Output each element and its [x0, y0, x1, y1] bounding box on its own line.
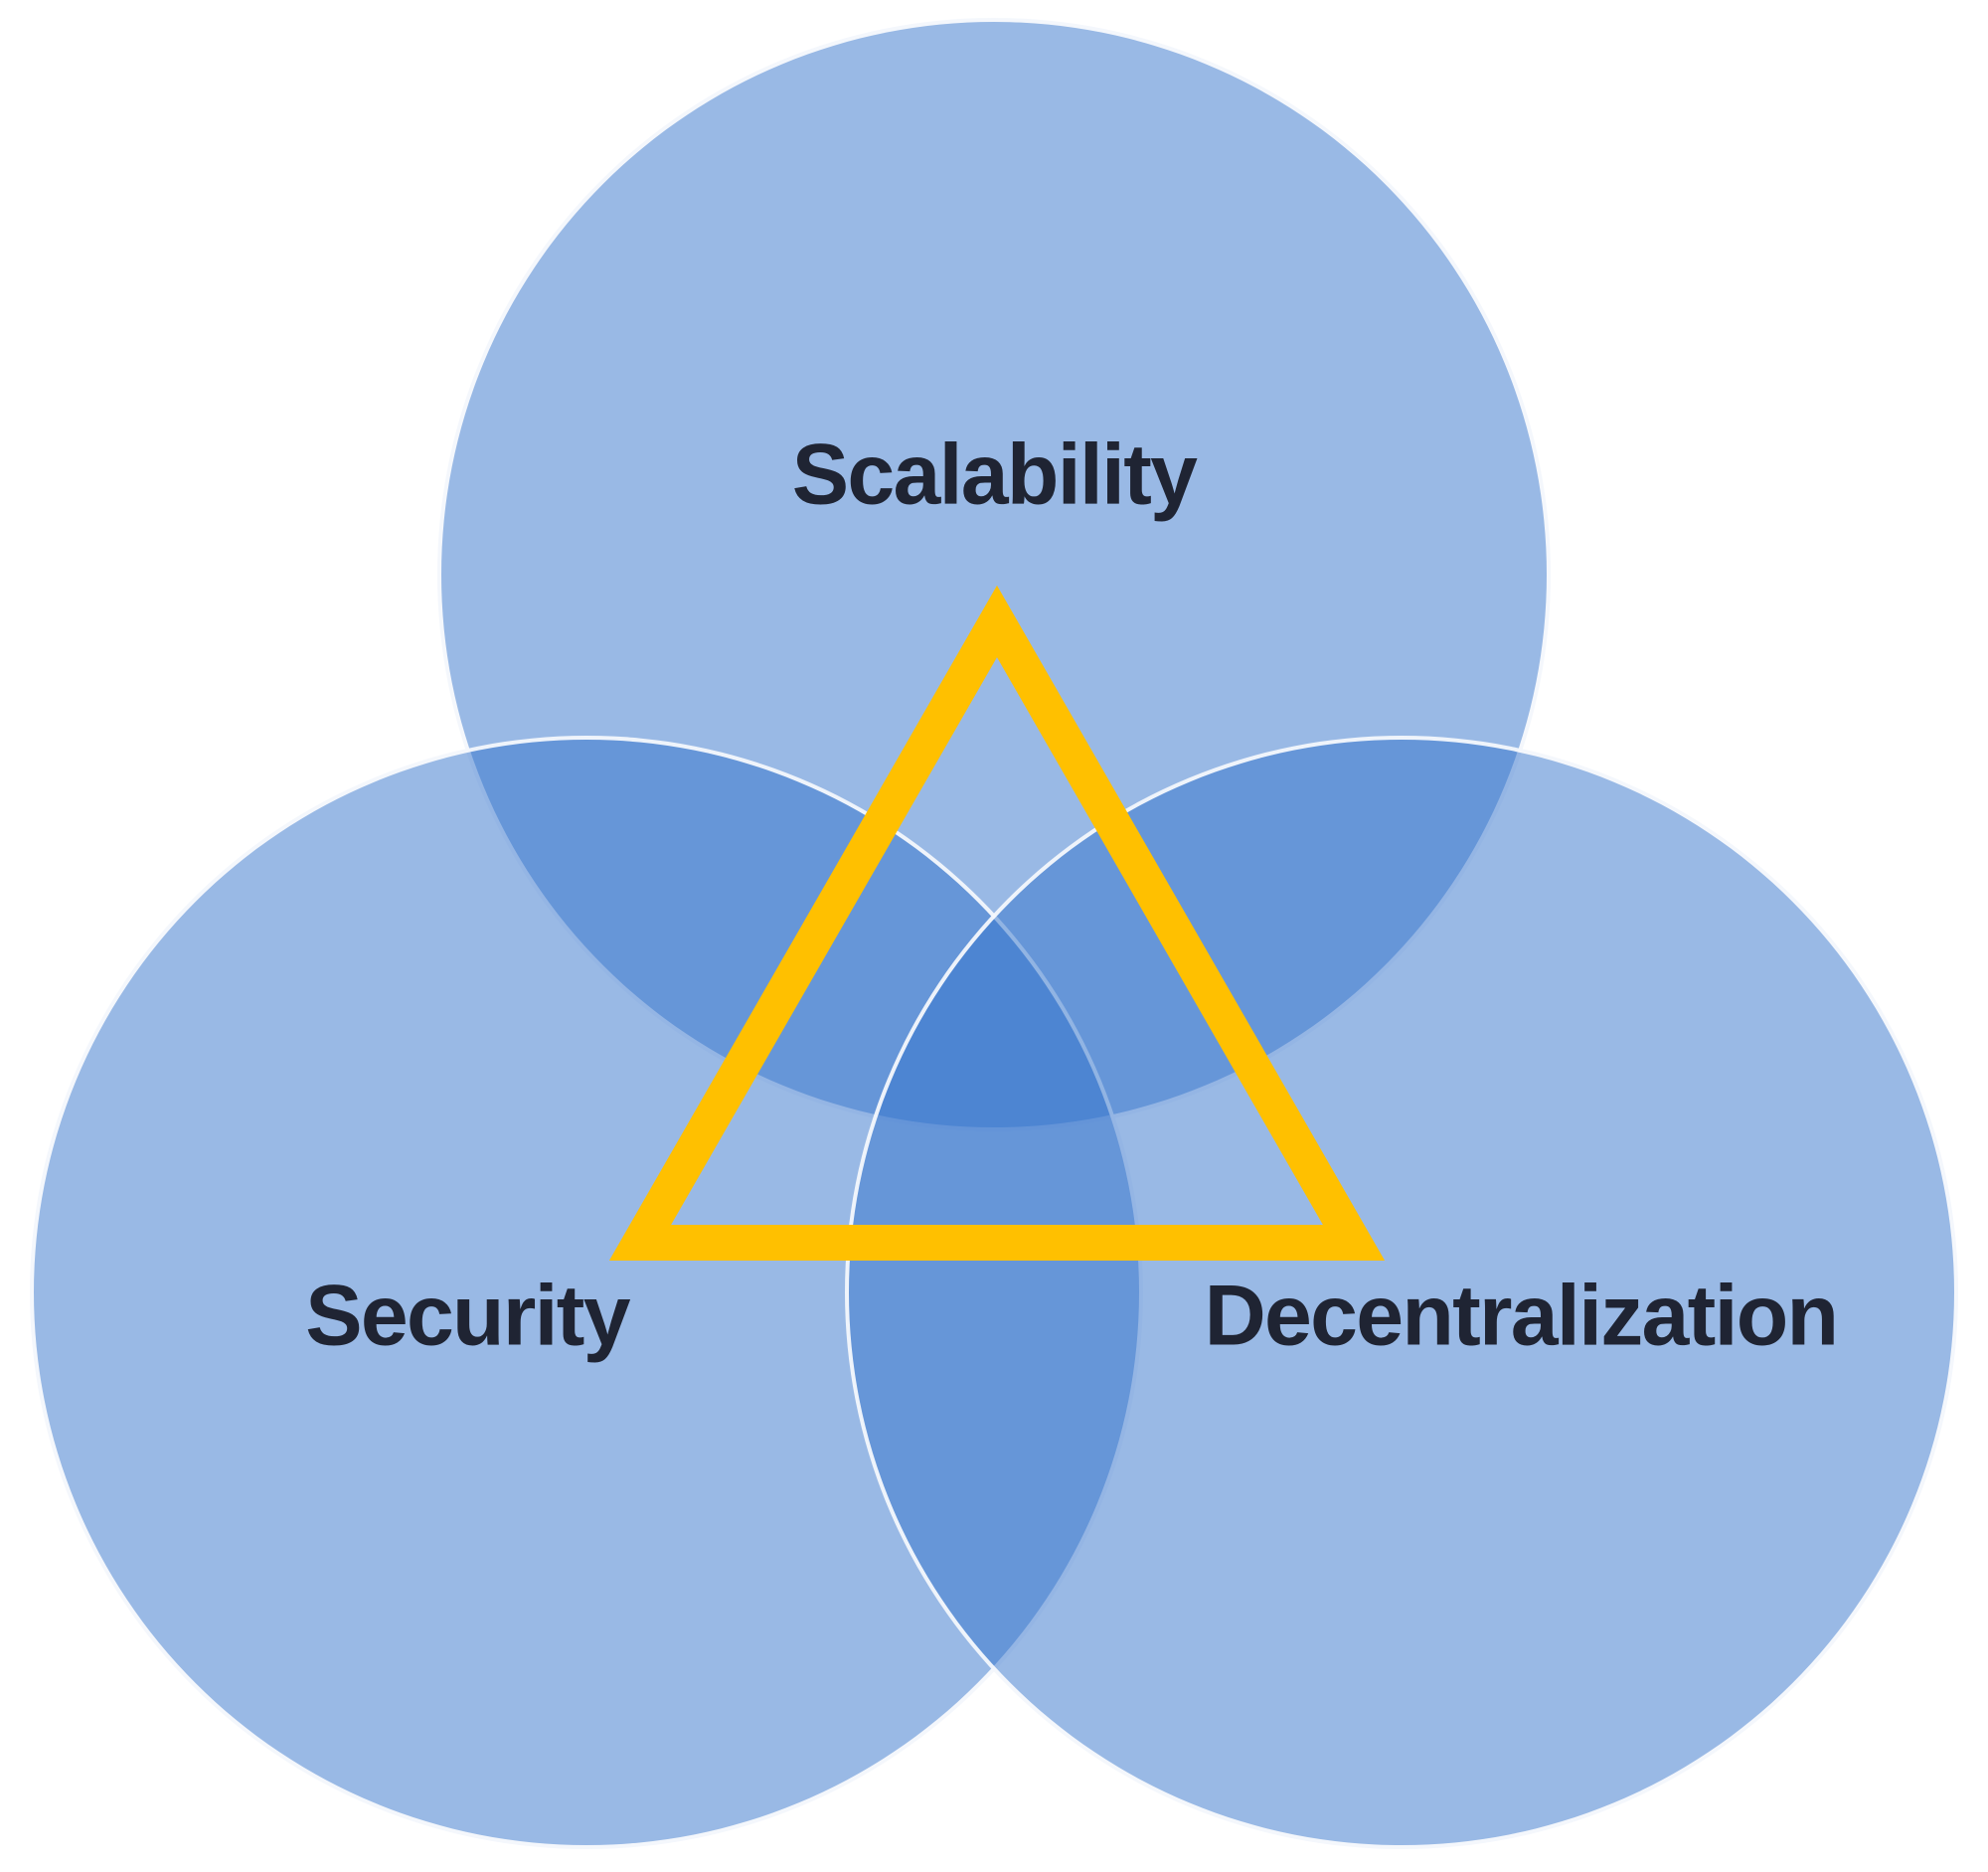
- decentralization-label: Decentralization: [1204, 1268, 1839, 1364]
- security-label: Security: [305, 1268, 630, 1364]
- scalability-label: Scalability: [791, 426, 1198, 523]
